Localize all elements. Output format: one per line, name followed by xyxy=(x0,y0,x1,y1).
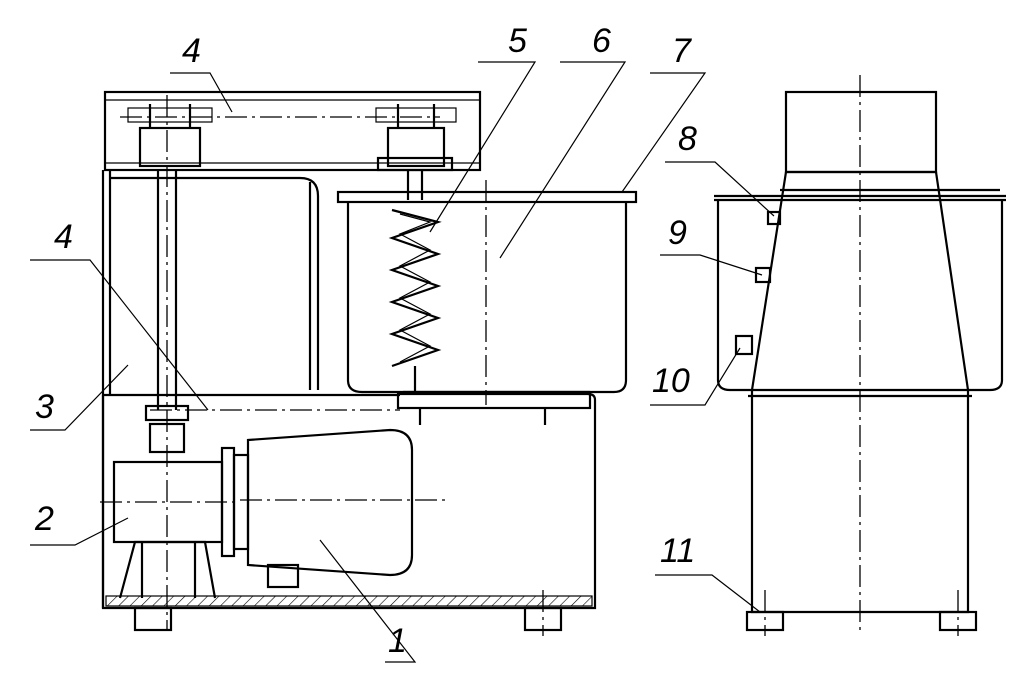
label-4-middle: 4 xyxy=(54,218,73,256)
label-2: 2 xyxy=(34,500,54,538)
label-7: 7 xyxy=(672,32,692,70)
label-8: 8 xyxy=(678,120,697,158)
label-1: 1 xyxy=(388,622,407,660)
label-10: 10 xyxy=(652,362,690,400)
label-6: 6 xyxy=(592,22,611,60)
label-3: 3 xyxy=(35,388,54,426)
label-11: 11 xyxy=(660,532,695,570)
bowl xyxy=(336,170,638,425)
callouts: 4 5 6 7 4 3 2 1 8 9 10 11 xyxy=(30,22,775,663)
side-view xyxy=(714,75,1006,636)
column-frame xyxy=(101,95,400,630)
label-9: 9 xyxy=(668,214,687,252)
label-4-top: 4 xyxy=(182,32,201,70)
front-view xyxy=(100,90,638,636)
label-5: 5 xyxy=(508,22,527,60)
base-housing xyxy=(100,392,597,636)
top-drive-housing xyxy=(103,90,482,172)
